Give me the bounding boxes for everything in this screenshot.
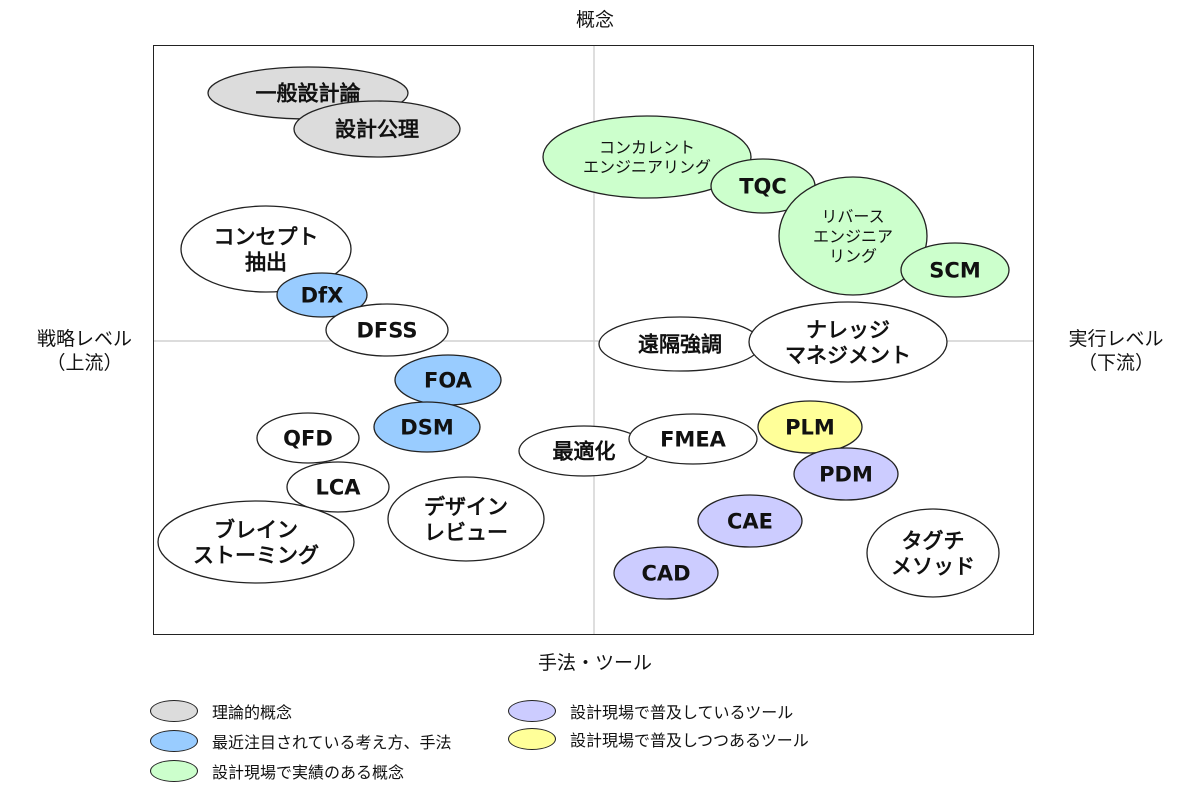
node-ellipse [793, 447, 899, 501]
node-concept-extraction: コンセプト抽出 [180, 205, 352, 293]
node-design-axioms: 設計公理 [293, 100, 461, 158]
node-label: PLM [785, 416, 835, 440]
node-pdm: PDM [793, 447, 899, 501]
node-design-review: デザインレビュー [387, 476, 545, 562]
node-brainstorming: ブレインストーミング [157, 500, 355, 584]
node-label: FOA [424, 369, 473, 393]
axis-title-bottom: 手法・ツール [537, 652, 652, 674]
legend-swatch-common-tool [508, 700, 556, 722]
node-ellipse [293, 100, 461, 158]
node-ellipse [180, 205, 352, 293]
node-ellipse [748, 301, 948, 383]
node-ellipse [778, 176, 928, 296]
node-ellipse [373, 401, 481, 453]
node-label: タグチメソッド [891, 529, 975, 579]
node-ellipse [387, 476, 545, 562]
node-reverse-engineering: リバースエンジニアリング [778, 176, 928, 296]
node-foa: FOA [394, 354, 502, 406]
axis-title-top: 概念 [575, 9, 614, 31]
node-remote-collaboration: 遠隔強調 [598, 316, 762, 372]
node-label: QFD [283, 427, 333, 451]
node-qfd: QFD [256, 412, 360, 464]
legend-swatch-attention [150, 730, 198, 752]
legend-label: 最近注目されている考え方、手法 [212, 733, 452, 752]
node-label: コンカレントエンジニアリング [583, 138, 711, 177]
node-concurrent-engineering: コンカレントエンジニアリング [542, 115, 752, 199]
node-ellipse [757, 400, 863, 454]
node-ellipse [542, 115, 752, 199]
node-ellipse [276, 272, 368, 318]
node-label: DfX [301, 284, 344, 308]
legend-swatch-emerging-tool [508, 728, 556, 750]
node-ellipse [628, 413, 758, 465]
node-taguchi-method: タグチメソッド [866, 508, 1000, 598]
legend-item-emerging-tool: 設計現場で普及しつつあるツール [508, 726, 809, 752]
node-label: 一般設計論 [256, 82, 362, 106]
node-ellipse [900, 242, 1010, 298]
node-label: リバースエンジニアリング [813, 207, 893, 265]
legend-item-attention: 最近注目されている考え方、手法 [150, 728, 452, 754]
diagram-frame [153, 45, 1034, 635]
node-label: コンセプト抽出 [214, 225, 319, 275]
legend-item-common-tool: 設計現場で普及しているツール [508, 698, 793, 724]
legend-item-theory: 理論的概念 [150, 698, 292, 724]
node-cae: CAE [697, 494, 803, 548]
node-label: CAE [727, 510, 773, 534]
node-dfx: DfX [276, 272, 368, 318]
node-ellipse [286, 461, 390, 513]
axis-title-left: 戦略レベル （上流） [36, 328, 132, 374]
node-ellipse [697, 494, 803, 548]
node-ellipse [157, 500, 355, 584]
node-label: SCM [929, 259, 980, 283]
node-label: DFSS [356, 319, 417, 343]
legend-swatch-proven [150, 760, 198, 782]
node-label: TQC [739, 175, 787, 199]
node-scm: SCM [900, 242, 1010, 298]
legend-label: 設計現場で普及しつつあるツール [570, 731, 809, 750]
node-label: 最適化 [553, 440, 616, 464]
legend-label: 設計現場で普及しているツール [570, 703, 794, 722]
legend-item-proven: 設計現場で実績のある概念 [150, 758, 404, 784]
node-knowledge-management: ナレッジマネジメント [748, 301, 948, 383]
node-dsm: DSM [373, 401, 481, 453]
node-label: 遠隔強調 [638, 333, 722, 357]
node-tqc: TQC [710, 158, 816, 214]
node-fmea: FMEA [628, 413, 758, 465]
legend-swatch-theory [150, 700, 198, 722]
node-ellipse [325, 303, 449, 357]
legend-label: 設計現場で実績のある概念 [212, 763, 405, 782]
node-label: ブレインストーミング [193, 518, 319, 568]
node-label: デザインレビュー [424, 495, 508, 545]
node-ellipse [866, 508, 1000, 598]
axis-title-right: 実行レベル （下流） [1068, 328, 1164, 374]
node-label: CAD [641, 562, 690, 586]
node-label: ナレッジマネジメント [785, 318, 911, 368]
node-plm: PLM [757, 400, 863, 454]
node-label: PDM [819, 463, 873, 487]
node-label: LCA [315, 476, 361, 500]
node-dfss: DFSS [325, 303, 449, 357]
node-lca: LCA [286, 461, 390, 513]
node-ellipse [613, 546, 719, 600]
node-label: 設計公理 [335, 118, 419, 142]
node-optimization: 最適化 [518, 425, 650, 477]
node-cad: CAD [613, 546, 719, 600]
node-label: DSM [400, 416, 453, 440]
node-ellipse [256, 412, 360, 464]
legend-label: 理論的概念 [212, 703, 293, 722]
node-label: FMEA [660, 428, 727, 452]
